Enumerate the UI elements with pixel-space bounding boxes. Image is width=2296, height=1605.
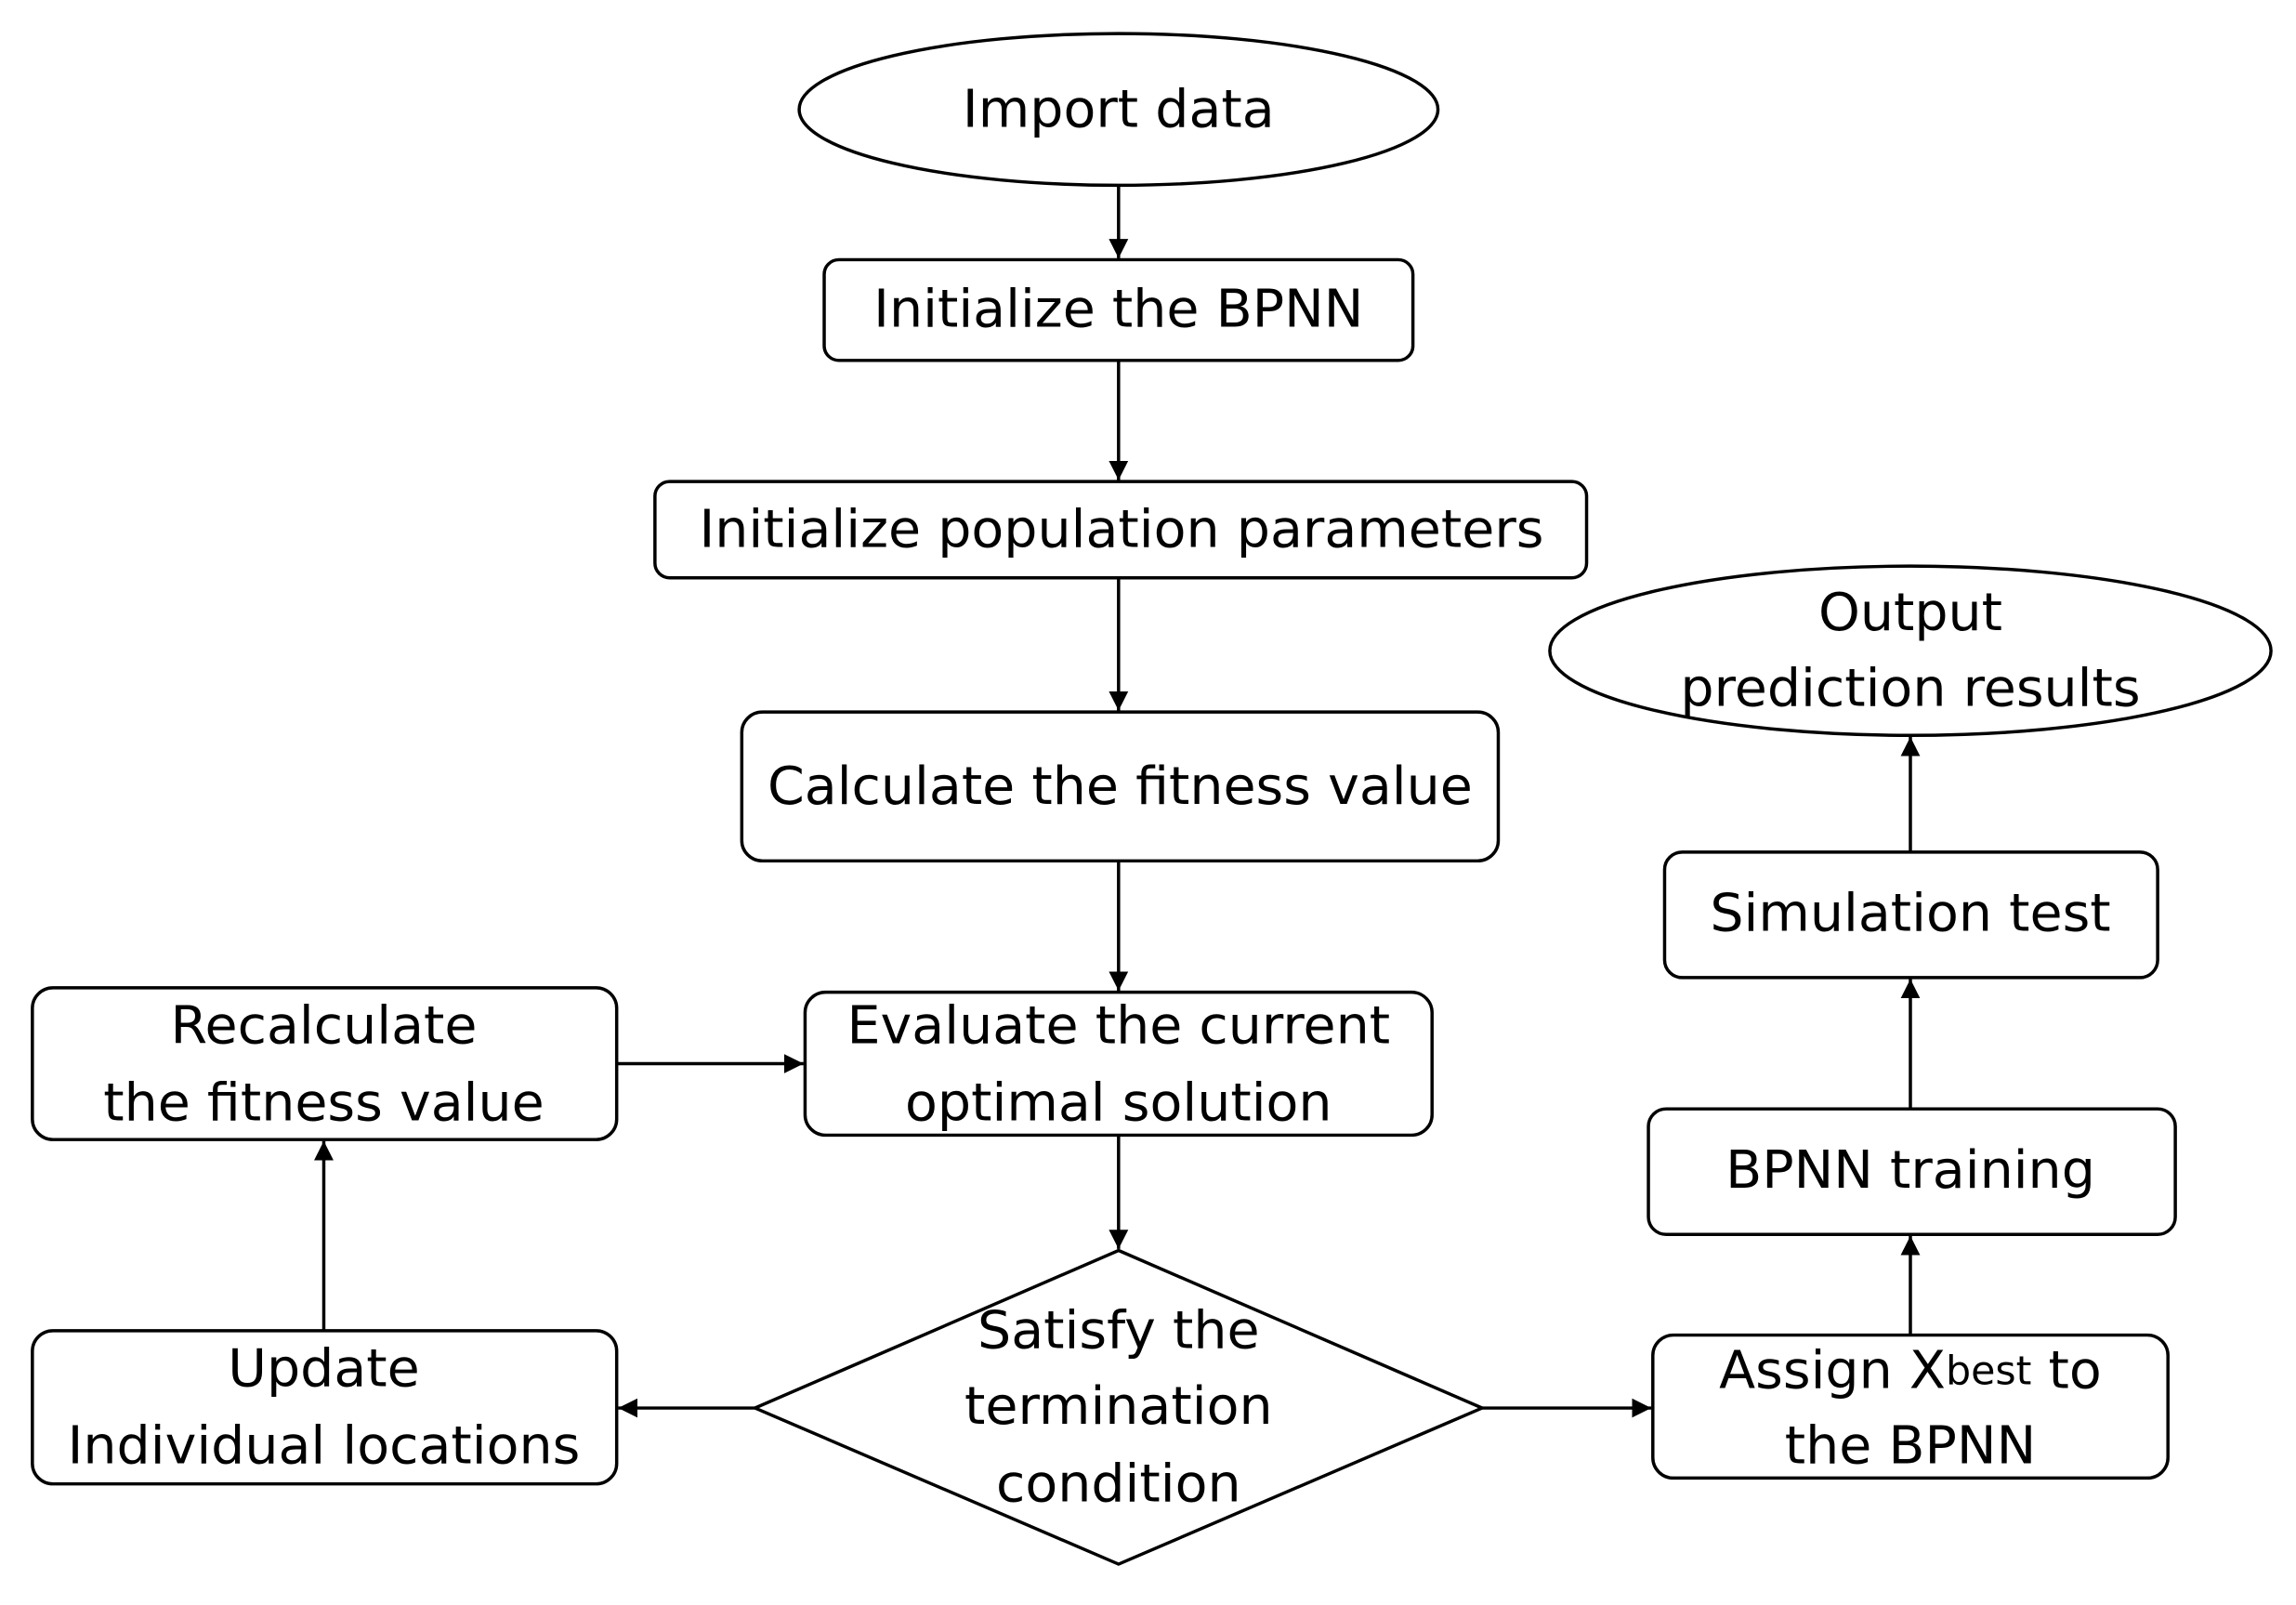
node-label-line3: condition <box>996 1454 1241 1515</box>
node-simulation-test: Simulation test <box>1662 850 2159 980</box>
node-label-line1: Update <box>228 1338 420 1400</box>
node-label-line2: prediction results <box>1680 658 2140 719</box>
node-label-line2: the BPNN <box>1785 1415 2037 1477</box>
node-bpnn-training: BPNN training <box>1647 1107 2177 1236</box>
node-label: Import data <box>963 79 1275 140</box>
node-label: Simulation test <box>1710 883 2110 944</box>
node-termination-decision: Satisfy the termination condition <box>751 1248 1487 1566</box>
node-label-line1: Satisfy the <box>977 1300 1260 1362</box>
node-label: Initialize the BPNN <box>873 279 1363 340</box>
edges <box>314 185 1921 1418</box>
node-label: BPNN training <box>1725 1139 2095 1201</box>
node-output-results: Output prediction results <box>1548 564 2273 738</box>
node-initialize-population: Initialize population parameters <box>653 480 1589 580</box>
node-evaluate-optimal: Evaluate the current optimal solution <box>803 990 1434 1138</box>
node-calculate-fitness: Calculate the fitness value <box>740 710 1501 863</box>
node-label: Calculate the fitness value <box>768 756 1473 817</box>
node-assign-xbest: Assign Xbest to the BPNN <box>1651 1333 2170 1480</box>
node-label: Initialize population parameters <box>699 499 1543 560</box>
node-label-line1: Recalculate <box>170 995 477 1057</box>
node-update-locations: Update Individual locations <box>31 1329 619 1486</box>
node-initialize-bpnn: Initialize the BPNN <box>822 257 1415 362</box>
node-label-line1: Evaluate the current <box>847 995 1391 1057</box>
node-label-line2: optimal solution <box>905 1072 1332 1134</box>
node-recalculate-fitness: Recalculate the fitness value <box>31 986 619 1141</box>
node-label-line2: the fitness value <box>103 1072 544 1134</box>
node-label-line2: termination <box>964 1375 1273 1437</box>
node-label-line2: Individual locations <box>68 1415 581 1477</box>
node-label-line1: Output <box>1818 582 2002 643</box>
node-label-line1: Assign Xbest to <box>1719 1339 2102 1401</box>
node-import-data: Import data <box>797 32 1440 188</box>
